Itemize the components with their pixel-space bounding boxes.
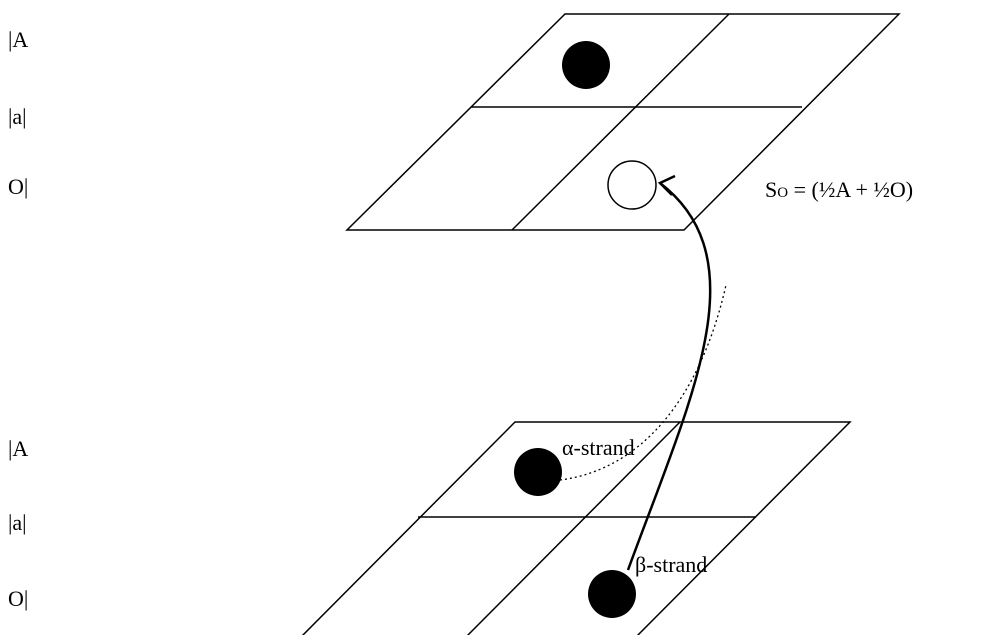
segregation-equation: SO = (½A + ½O) xyxy=(765,177,913,202)
beta-strand-path xyxy=(626,182,712,571)
bottom-row-label-O: O| xyxy=(8,586,29,611)
beta-strand-dot xyxy=(588,570,636,618)
equation-subscript: O xyxy=(777,185,788,201)
top-row-label-a: |a| xyxy=(8,104,27,129)
equation-rhs: = (½A + ½O) xyxy=(788,177,913,202)
arrowhead-icon xyxy=(657,174,676,196)
alpha-strand-dot xyxy=(514,448,562,496)
top-plane xyxy=(345,13,901,231)
beta-strand-label: β-strand xyxy=(635,552,707,577)
top-row-label-A: |A xyxy=(8,27,29,52)
alpha-strand-path xyxy=(559,284,727,481)
top-row-label-O: O| xyxy=(8,174,29,199)
top-plane-outline xyxy=(345,13,901,231)
bottom-row-label-a: |a| xyxy=(8,510,27,535)
top-plane-vertical-divider xyxy=(511,13,730,231)
alpha-strand-label: α-strand xyxy=(562,435,635,460)
equation-s: S xyxy=(765,177,777,202)
bottom-row-label-A: |A xyxy=(8,436,29,461)
bottom-plane-outline xyxy=(301,421,852,635)
bottom-plane xyxy=(301,421,852,635)
top-filled-dot xyxy=(562,41,610,89)
top-open-dot xyxy=(607,160,657,210)
bottom-plane-vertical-divider xyxy=(466,421,681,635)
